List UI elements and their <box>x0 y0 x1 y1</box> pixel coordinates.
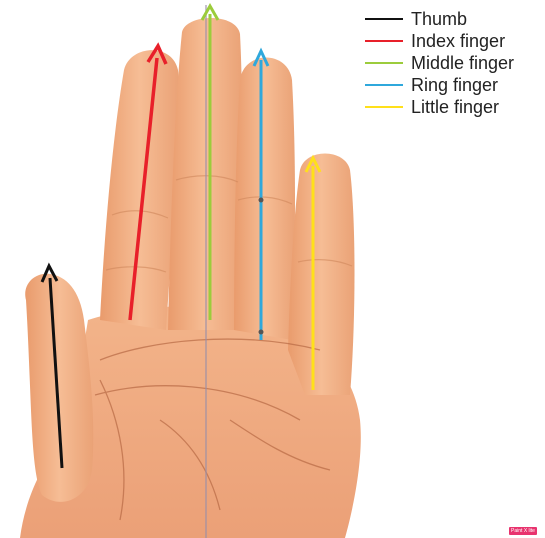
middle-finger-shape <box>168 18 242 330</box>
legend-swatch-little-finger <box>365 106 403 108</box>
legend-label: Ring finger <box>411 74 498 96</box>
legend-swatch-index-finger <box>365 40 403 42</box>
legend-item-ring-finger: Ring finger <box>365 74 540 96</box>
index-finger-shape <box>100 50 179 330</box>
legend-item-index-finger: Index finger <box>365 30 540 52</box>
legend-swatch-thumb <box>365 18 403 20</box>
legend-item-little-finger: Little finger <box>365 96 540 118</box>
legend-label: Thumb <box>411 8 467 30</box>
legend-item-middle-finger: Middle finger <box>365 52 540 74</box>
thumb-shape <box>25 274 93 502</box>
legend-label: Index finger <box>411 30 505 52</box>
legend: Thumb Index finger Middle finger Ring fi… <box>365 8 540 118</box>
legend-swatch-middle-finger <box>365 62 403 64</box>
legend-swatch-ring-finger <box>365 84 403 86</box>
watermark-logo: Paint X lite <box>509 527 537 535</box>
legend-item-thumb: Thumb <box>365 8 540 30</box>
little-finger-shape <box>288 154 355 396</box>
legend-label: Middle finger <box>411 52 514 74</box>
legend-label: Little finger <box>411 96 499 118</box>
